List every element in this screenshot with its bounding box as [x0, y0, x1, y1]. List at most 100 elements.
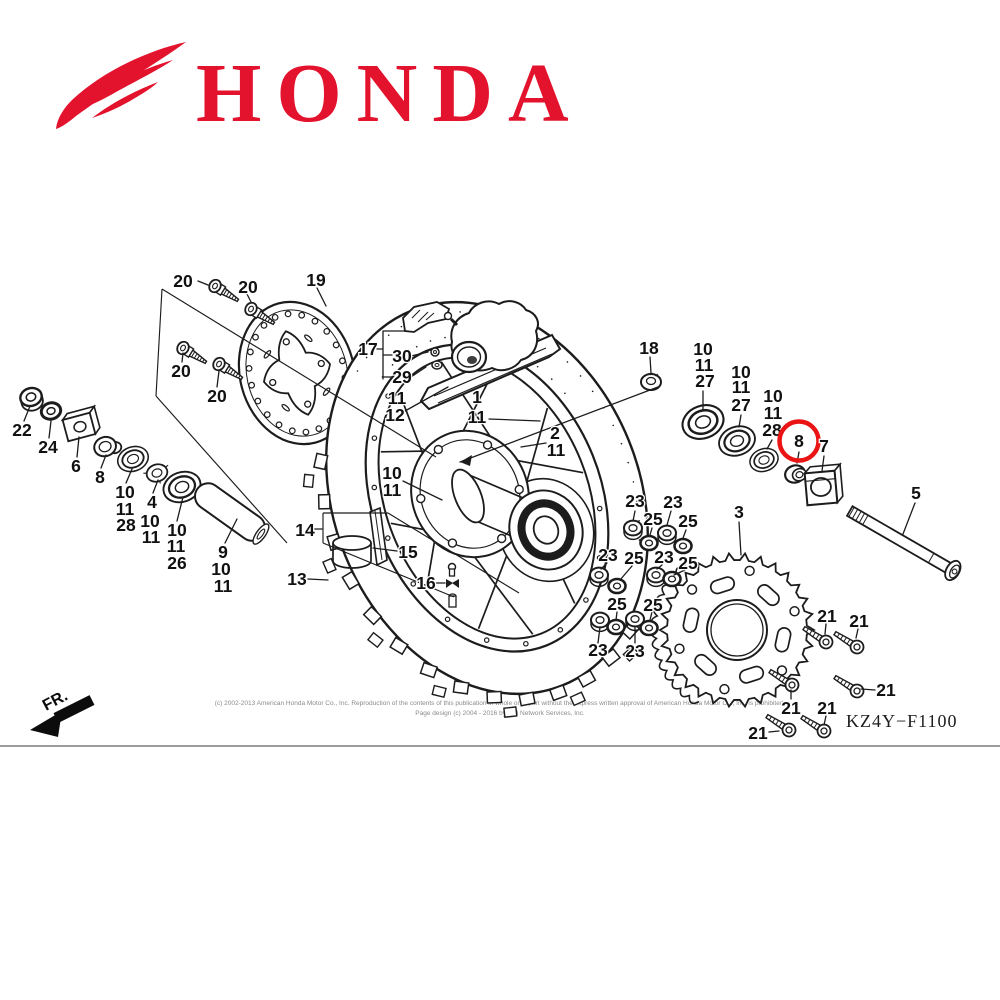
part-label: 14	[295, 520, 315, 540]
part-label: 28	[762, 420, 782, 440]
part-label: 11	[116, 499, 135, 519]
part-label: 27	[695, 371, 714, 391]
leader-lines	[23, 280, 916, 733]
leader-arrowhead	[460, 455, 472, 466]
part-label: 8	[794, 431, 804, 451]
part-label: 24	[38, 437, 58, 457]
part-label: 25	[678, 553, 698, 573]
brake-disc	[237, 300, 357, 446]
wheel-hub	[410, 429, 595, 583]
part-label: 25	[607, 594, 627, 614]
part-label: 11	[764, 403, 783, 423]
adjuster-block-6	[60, 404, 101, 443]
axle-hardware-right	[640, 372, 962, 582]
part-label: 22	[12, 420, 32, 440]
part-label: 11	[167, 536, 186, 556]
part-label: 21	[876, 680, 896, 700]
part-label: 1	[472, 387, 482, 407]
part-label: 21	[781, 698, 801, 718]
part-label: 23	[663, 492, 683, 512]
part-label: 10	[167, 520, 187, 540]
tube-cylinder	[332, 535, 372, 569]
rear-axle-5	[845, 505, 962, 582]
bearing-right-3	[745, 443, 783, 477]
part-label: 23	[588, 640, 608, 660]
part-highlight-circle	[777, 419, 821, 463]
part-label: 11	[468, 407, 487, 427]
part-label: 3	[734, 502, 744, 522]
copyright-text: (c) 2002-2013 American Honda Motor Co., …	[0, 699, 1000, 719]
brand-wordmark: HONDA	[196, 47, 584, 140]
part-label: 10	[693, 339, 713, 359]
part-label: 11	[388, 388, 407, 408]
part-label: 25	[643, 509, 663, 529]
part-label: 19	[306, 270, 326, 290]
part-label: 2	[550, 423, 560, 443]
part-label: 8	[95, 467, 105, 487]
part-label: 28	[116, 515, 136, 535]
part-label: 17	[358, 339, 377, 359]
part-label: 20	[238, 277, 258, 297]
part-label: 10	[731, 362, 751, 382]
fr-direction-arrow: FR.	[30, 687, 95, 737]
part-label: 21	[849, 611, 869, 631]
part-label: 13	[287, 569, 307, 589]
copyright-line-2: Page design (c) 2004 - 2016 by ARI Netwo…	[415, 710, 585, 717]
part-label: 20	[207, 386, 227, 406]
hub-seal-ring	[517, 499, 575, 561]
part-label: 25	[643, 595, 663, 615]
chain-adjuster-7	[802, 462, 844, 507]
part-label: 15	[398, 542, 418, 562]
tube-and-rim-band	[332, 506, 459, 608]
part-label: 11	[142, 527, 161, 547]
honda-wing-icon	[56, 42, 186, 129]
part-label: 21	[817, 606, 837, 626]
part-label: 6	[71, 456, 81, 476]
part-label: 10	[140, 511, 160, 531]
part-label: 10	[211, 559, 231, 579]
spoke-nipples	[371, 393, 603, 647]
bolt-30	[430, 347, 440, 357]
part-label: 4	[147, 492, 157, 512]
part-label: 16	[416, 573, 436, 593]
dust-seal-8	[784, 464, 808, 484]
part-label: 25	[624, 548, 644, 568]
part-label: 12	[385, 405, 405, 425]
part-label: 11	[214, 576, 233, 596]
torque-arm-17	[402, 301, 459, 333]
part-label: 10	[763, 386, 783, 406]
part-label: 29	[392, 367, 412, 387]
distance-collar-9	[194, 482, 270, 545]
part-label: 10	[382, 463, 402, 483]
part-label: 20	[171, 361, 191, 381]
reference-plane-lines	[155, 288, 520, 598]
side-collar-8	[93, 435, 123, 458]
footer-divider	[0, 745, 1000, 747]
part-label: 7	[819, 436, 829, 456]
brake-panel-group	[402, 300, 562, 411]
part-label: 23	[598, 545, 618, 565]
part-label: 11	[732, 377, 751, 397]
part-label: 9	[218, 542, 228, 562]
part-label: 11	[383, 480, 402, 500]
part-label: 18	[639, 338, 659, 358]
washer-29	[431, 360, 443, 370]
part-label: 26	[167, 553, 187, 573]
hub-bolt-holes	[416, 440, 524, 548]
part-label: 23	[625, 491, 645, 511]
rim-band-15	[369, 506, 388, 567]
diagram-code: KZ4Y−F1100	[846, 711, 958, 731]
honda-logo: HONDA	[56, 42, 584, 140]
part-label: 21	[748, 723, 768, 743]
part-label: 30	[392, 346, 412, 366]
part-label: 10	[115, 482, 135, 502]
part-label: 25	[678, 511, 698, 531]
part-label: 11	[547, 440, 566, 460]
axle-hardware-left	[17, 384, 270, 545]
part-label: 20	[173, 271, 193, 291]
part-label: 23	[625, 641, 645, 661]
part-label: 5	[911, 483, 921, 503]
part-label: 21	[817, 698, 837, 718]
